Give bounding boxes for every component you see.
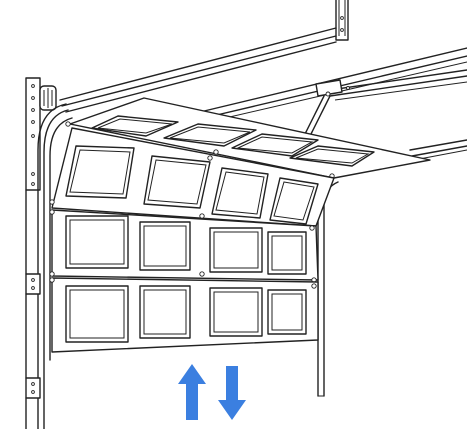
opener-trolley bbox=[303, 79, 350, 137]
jamb-bracket-low bbox=[25, 377, 41, 399]
jamb-bracket-mid bbox=[25, 273, 41, 295]
arrow-up-icon bbox=[178, 364, 206, 420]
door-panel-bottom bbox=[49, 277, 319, 353]
door-panel-top bbox=[65, 97, 431, 179]
ceiling-bracket bbox=[335, 0, 349, 41]
door-panel-third bbox=[49, 209, 319, 283]
upper-track bbox=[59, 27, 337, 113]
door-panel-second bbox=[49, 127, 335, 227]
spring-drum bbox=[39, 85, 57, 111]
arrow-down-icon bbox=[218, 366, 246, 420]
